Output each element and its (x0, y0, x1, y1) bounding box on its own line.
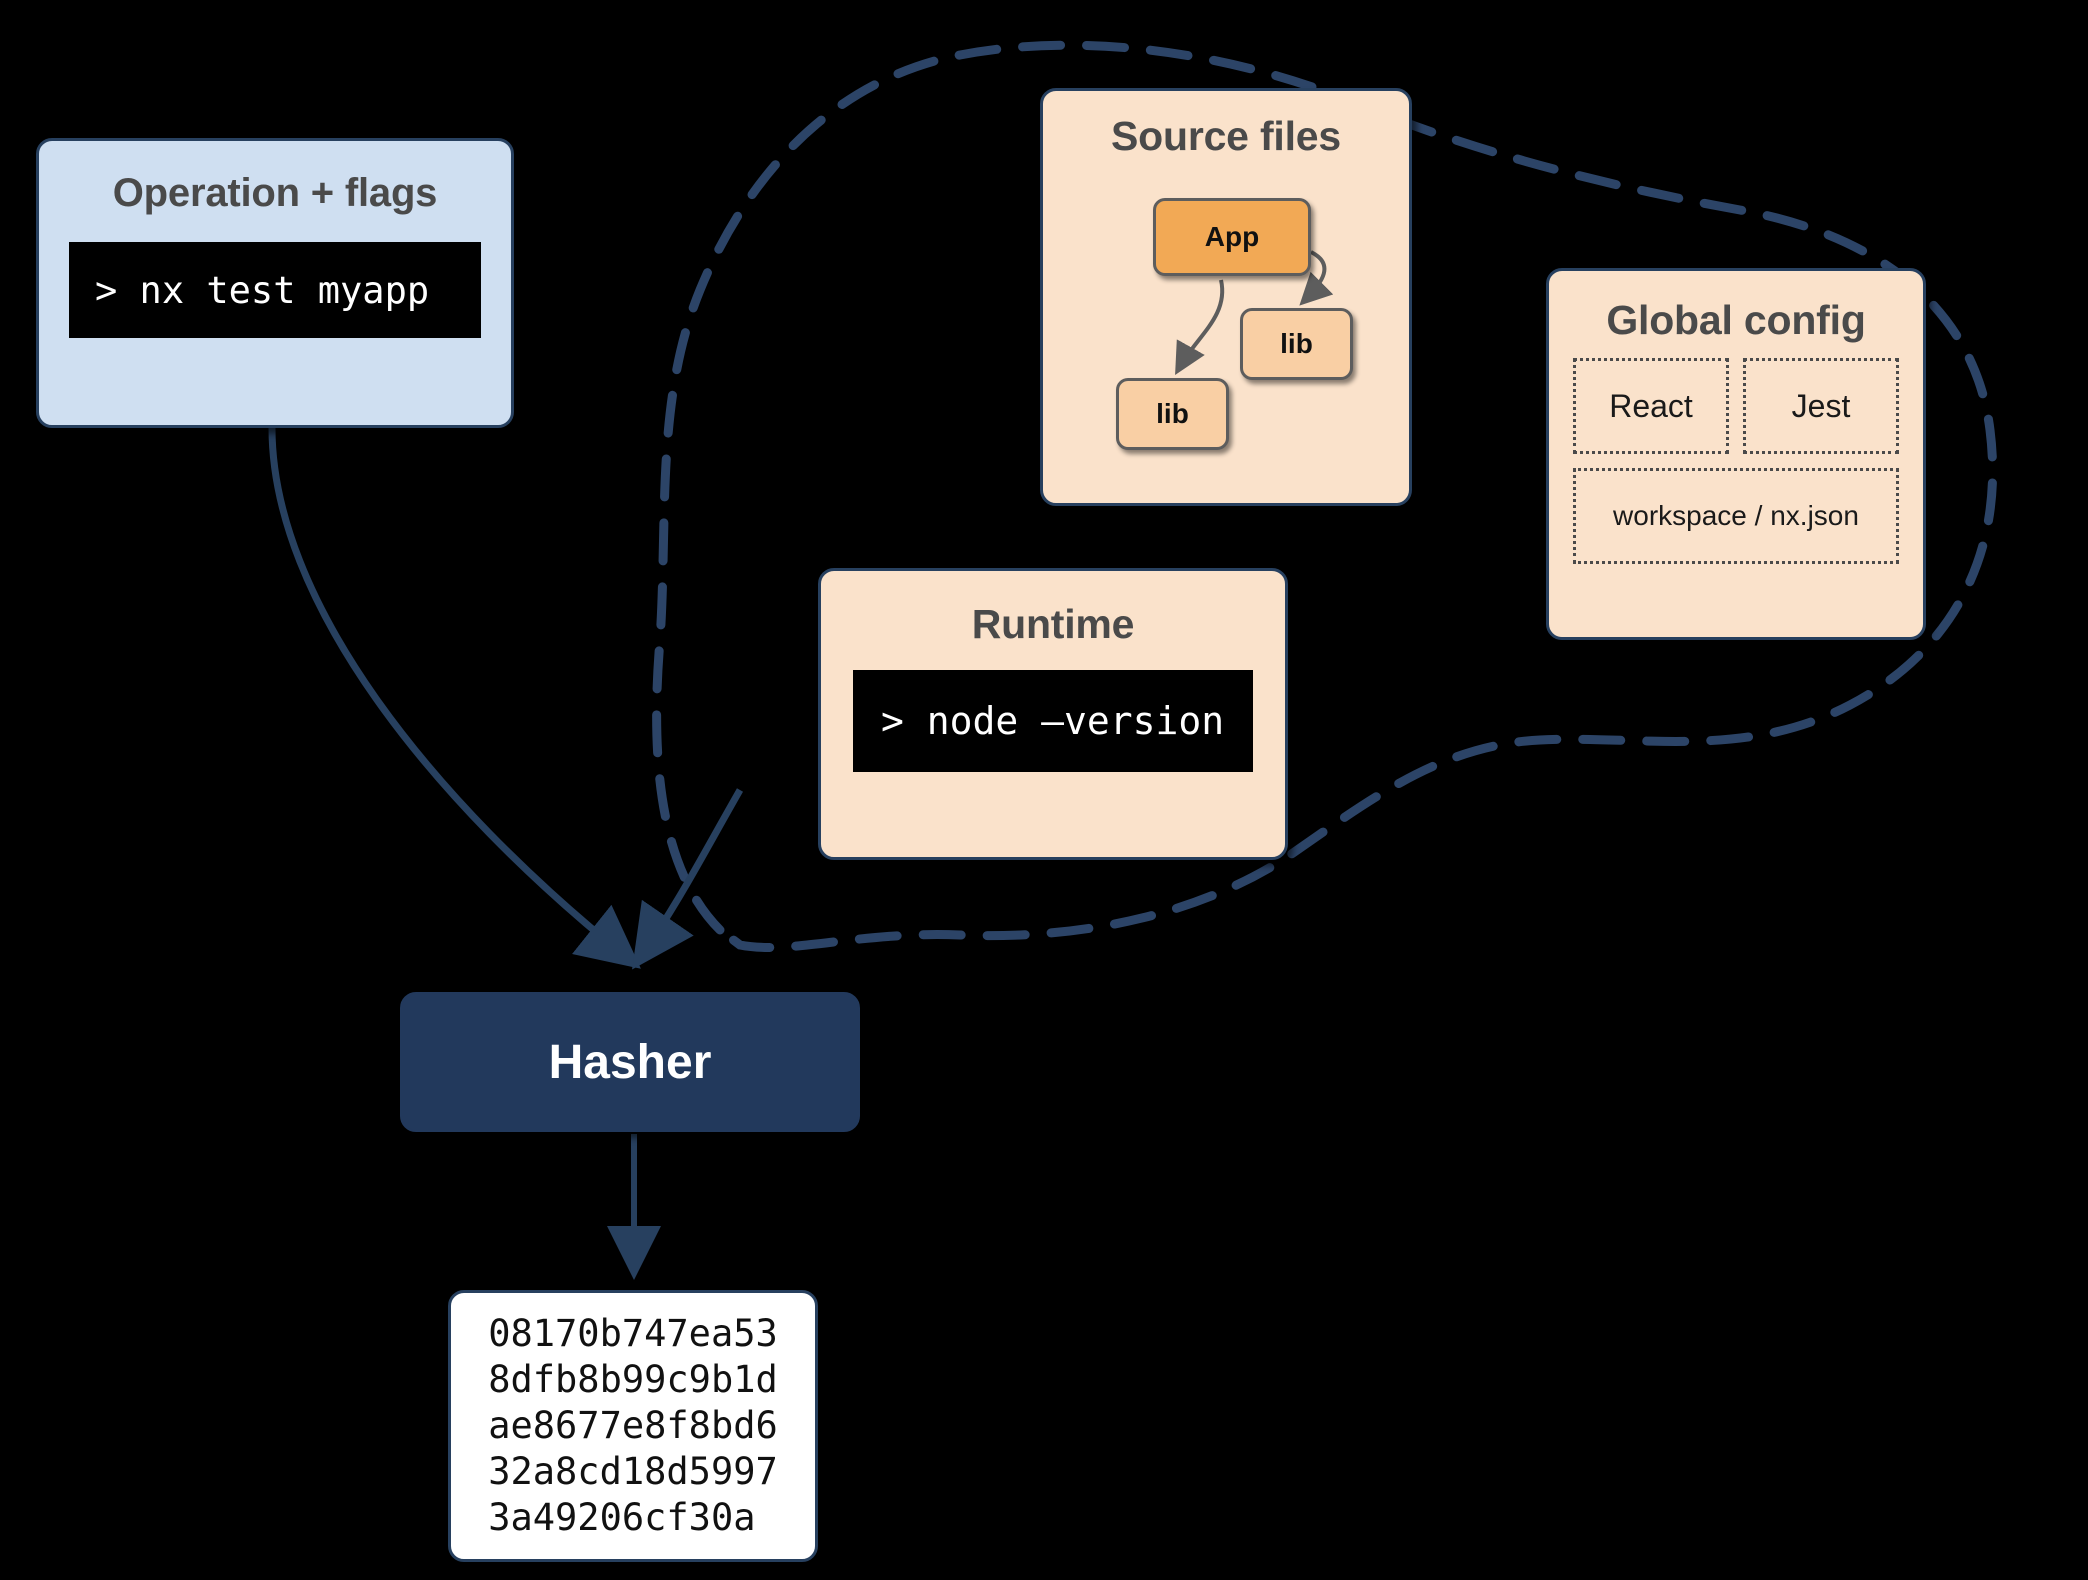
graph-node-lib-right: lib (1240, 308, 1353, 380)
hash-output-box: 08170b747ea53 8dfb8b99c9b1d ae8677e8f8bd… (448, 1290, 818, 1562)
operation-flags-box: Operation + flags > nx test myapp (36, 138, 514, 428)
runtime-box: Runtime > node –version (818, 568, 1288, 860)
hasher-label: Hasher (548, 1035, 712, 1089)
arrow-operation-to-hasher (268, 427, 641, 969)
hash-output-text: 08170b747ea53 8dfb8b99c9b1d ae8677e8f8bd… (488, 1312, 778, 1539)
global-config-row-1: React Jest (1573, 358, 1899, 454)
arrow-cloud-to-hasher (632, 788, 744, 970)
operation-flags-title: Operation + flags (112, 171, 438, 215)
source-files-box: Source files App lib lib (1040, 88, 1412, 506)
project-graph: App lib lib (1043, 160, 1409, 460)
global-config-grid: React Jest workspace / nx.json (1549, 358, 1923, 564)
global-config-box: Global config React Jest workspace / nx.… (1546, 268, 1926, 640)
graph-node-lib-left: lib (1116, 378, 1229, 450)
global-config-title: Global config (1606, 297, 1866, 343)
source-files-title: Source files (1110, 113, 1342, 159)
runtime-terminal: > node –version (853, 670, 1253, 772)
graph-node-app: App (1153, 198, 1311, 276)
operation-flags-terminal: > nx test myapp (69, 242, 481, 338)
config-cell-react: React (1573, 358, 1729, 454)
runtime-title: Runtime (971, 601, 1135, 647)
edge-app-to-lib-left (1175, 279, 1225, 375)
hasher-box: Hasher (400, 992, 860, 1132)
global-config-row-2: workspace / nx.json (1573, 454, 1899, 564)
config-cell-workspace-nxjson: workspace / nx.json (1573, 468, 1899, 564)
config-cell-jest: Jest (1743, 358, 1899, 454)
